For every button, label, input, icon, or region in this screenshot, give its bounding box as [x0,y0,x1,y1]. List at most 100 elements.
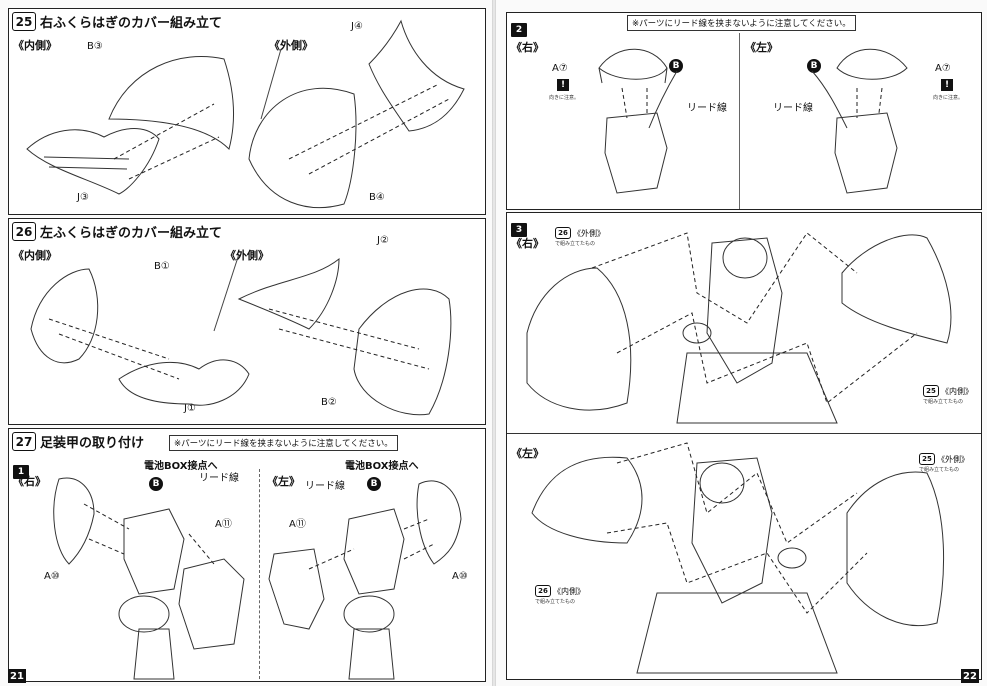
foot-armor-a10-left [416,480,462,565]
step-2-divider [739,33,740,209]
leg-frame-left [343,508,405,595]
ref-caption: で組み立てたもの [555,241,596,247]
lead-wire-label-right: リード線 [199,473,239,484]
step-27-title: 足装甲の取り付け [40,436,145,451]
step-25-outer-label: 《外側》 [269,39,313,52]
step-27-panel: 27 足装甲の取り付け ※パーツにリード線を挟まないように注意してください。 1… [8,428,486,682]
step-27-note: ※パーツにリード線を挟まないように注意してください。 [169,435,398,451]
direction-note-left: 向きに注意。 [933,95,964,101]
step-27-substep: 1 [13,459,29,479]
leg-frame-right [604,112,668,194]
part-j2-label: J② [377,235,389,246]
step-3-left-label: 《左》 [511,447,544,460]
warning-icon: ! [557,79,569,91]
part-b1-label: B① [154,261,170,272]
step-3-drawing [526,232,952,674]
calf-cover-inner-right [841,234,952,344]
step-27-right-label: 《右》 [13,475,46,488]
step-3-right-label: 《右》 [511,237,544,250]
left-page-number: 21 [8,669,26,683]
step-2-drawing [598,48,908,194]
step-2-note: ※パーツにリード線を挟まないように注意してください。 [627,15,856,31]
part-b3-label: B③ [87,41,103,52]
part-a11-label-left: A⑪ [289,519,306,530]
calf-cover-outer-shell [248,87,357,209]
part-b4-label: B④ [369,192,385,203]
part-a10-label-left: A⑩ [452,571,468,582]
part-j3-label: J③ [77,192,89,203]
ref-step-number: 25 [923,385,939,397]
lead-wire-label-left: リード線 [305,481,345,492]
step-3-number: 3 [511,223,527,237]
knee-joint-right [118,595,170,633]
ref-outer-bottom: 25 《外側》 [919,453,969,465]
part-j1-label: J① [184,403,196,414]
step-25-header: 25 右ふくらはぎのカバー組み立て [12,12,222,31]
marker-b-right: B [149,477,163,491]
ref-step-number: 25 [919,453,935,465]
calf-cover-inner-shell [108,56,235,150]
step-25-number: 25 [12,12,36,31]
calf-cover-inner-rib [26,128,160,195]
leg-frame-left [691,457,773,604]
calf-cover-outer-fin [368,19,465,132]
ref-inner-top: 25 《内側》 [923,385,973,397]
ankle-cover-a7-right [598,48,668,80]
foot-armor-a11-left [268,548,325,630]
step-25-title: 右ふくらはぎのカバー組み立て [40,16,223,31]
step-25-inner-label: 《内側》 [13,39,57,52]
substep-number: 1 [13,465,29,479]
lead-wire-label-left: リード線 [773,103,813,114]
direction-note-right: 向きに注意。 [549,95,580,101]
ref-caption: で組み立てたもの [919,467,960,473]
step-27-divider [259,469,260,679]
ref-caption: で組み立てたもの [923,399,964,405]
calf-cover-outer-right [526,267,632,411]
step-2-left-label: 《左》 [745,41,778,54]
step-26-title: 左ふくらはぎのカバー組み立て [40,226,223,241]
step-26-header: 26 左ふくらはぎのカバー組み立て [12,222,222,241]
ref-inner-bottom: 26 《内側》 [535,585,585,597]
foot-armor-a10-right [53,477,95,565]
calf-cover-outer-shell [353,288,452,416]
lead-wire-right [648,70,678,129]
part-j4-label: J④ [351,21,363,32]
ref-step-number: 26 [555,227,571,239]
knee-joint-right [722,237,768,279]
step-27-header: 27 足装甲の取り付け [12,432,144,451]
leg-frame-right [123,508,185,595]
calf-cover-inner-left [531,456,643,544]
marker-b-right: B [669,59,683,73]
battery-contact-label-right: 電池BOX接点へ [144,461,218,472]
knee-joint-left [699,462,745,504]
part-a7-label-right: A⑦ [552,63,568,74]
step-27-left-label: 《左》 [267,475,300,488]
ref-label: 《外側》 [573,228,605,238]
leg-frame-right [706,237,783,384]
step-3-header: 3 [511,217,527,237]
step-27-drawing [53,477,462,680]
step-2-number: 2 [511,23,527,37]
right-page-number: 22 [961,669,979,683]
lead-wire-label-right: リード線 [687,103,727,114]
step-26-inner-label: 《内側》 [13,249,57,262]
step-27-number: 27 [12,432,36,451]
marker-b-left: B [367,477,381,491]
battery-contact-label-left: 電池BOX接点へ [345,461,419,472]
step-3-panel: 3 《右》 《左》 26 《外側》 で組み立てたもの 25 《内側》 で組み立て… [506,212,982,680]
ref-outer-top: 26 《外側》 [555,227,605,239]
knee-joint-left [343,595,395,633]
calf-cover-inner-rib [118,359,250,406]
foot-armor-a11-right [178,558,245,650]
right-page: 2 ※パーツにリード線を挟まないように注意してください。 《右》 《左》 A⑦ … [496,0,987,686]
part-b2-label: B② [321,397,337,408]
step-26-drawing [30,253,452,416]
ref-label: 《内側》 [941,386,973,396]
left-page: 25 右ふくらはぎのカバー組み立て 《内側》 《外側》 B③ J③ J④ B④ … [0,0,492,686]
ref-step-number: 26 [535,585,551,597]
step-2-right-label: 《右》 [511,41,544,54]
warning-icon: ! [941,79,953,91]
leg-frame-left [834,112,898,194]
calf-cover-outer-fin [237,257,340,330]
calf-cover-outer-left [846,471,945,627]
